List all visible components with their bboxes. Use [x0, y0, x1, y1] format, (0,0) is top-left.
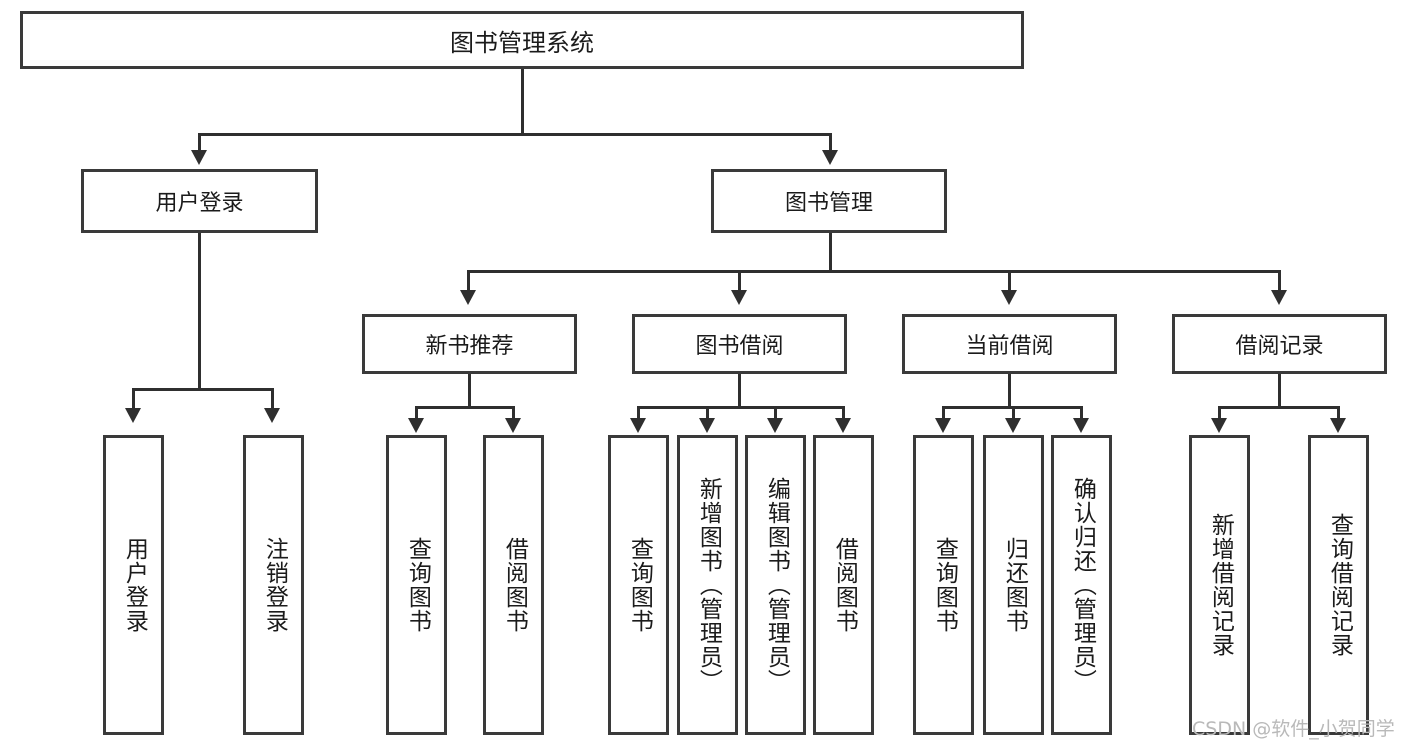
- connector-user-login-to-leaf1: [132, 388, 135, 410]
- leaf-add-book-admin-label: 新增图书（管理员）: [695, 477, 722, 693]
- node-user-login-label: 用户登录: [155, 191, 244, 216]
- arrow-book-mgmt-to-current: [1001, 290, 1017, 305]
- leaf-edit-book-admin-label: 编辑图书（管理员）: [763, 477, 790, 693]
- leaf-query-borrow-record[interactable]: 查询借阅记录: [1308, 435, 1369, 735]
- connector-root-to-book-mgmt: [829, 133, 832, 153]
- connector-book-mgmt-to-borrow: [738, 270, 741, 292]
- connector-borrow-to-leaf1: [637, 406, 640, 420]
- leaf-borrow-book-recommend[interactable]: 借阅图书: [483, 435, 544, 735]
- connector-borrow-to-leaf4: [842, 406, 845, 420]
- arrow-current-to-leaf2: [1005, 418, 1021, 433]
- csdn-watermark: CSDN @软件_小贺同学: [1192, 718, 1395, 740]
- arrow-borrow-to-leaf1: [630, 418, 646, 433]
- arrow-newbook-to-leaf1: [408, 418, 424, 433]
- arrow-records-to-leaf1: [1211, 418, 1227, 433]
- leaf-add-borrow-record[interactable]: 新增借阅记录: [1189, 435, 1250, 735]
- leaf-edit-book-admin[interactable]: 编辑图书（管理员）: [745, 435, 806, 735]
- connector-user-login-down: [198, 233, 201, 391]
- connector-newbook-to-leaf1: [415, 406, 418, 420]
- arrow-borrow-to-leaf3: [767, 418, 783, 433]
- node-new-book-recommend[interactable]: 新书推荐: [362, 314, 577, 374]
- connector-borrow-to-leaf3: [774, 406, 777, 420]
- leaf-logout-label: 注销登录: [261, 537, 288, 633]
- node-root-label: 图书管理系统: [450, 28, 594, 57]
- arrow-newbook-to-leaf2: [505, 418, 521, 433]
- arrow-borrow-to-leaf2: [699, 418, 715, 433]
- arrow-book-mgmt-to-borrow: [731, 290, 747, 305]
- connector-borrow-down: [738, 374, 741, 409]
- node-borrow-records[interactable]: 借阅记录: [1172, 314, 1387, 374]
- connector-records-to-leaf1: [1218, 406, 1221, 420]
- connector-newbook-bus: [415, 406, 514, 409]
- connector-records-to-leaf2: [1337, 406, 1340, 420]
- leaf-borrow-book[interactable]: 借阅图书: [813, 435, 874, 735]
- leaf-query-book-current-label: 查询图书: [931, 537, 958, 633]
- leaf-user-login-label: 用户登录: [121, 537, 148, 633]
- arrow-root-to-book-mgmt: [822, 150, 838, 165]
- connector-newbook-to-leaf2: [512, 406, 515, 420]
- node-new-book-recommend-label: 新书推荐: [425, 334, 514, 359]
- node-book-management[interactable]: 图书管理: [711, 169, 947, 233]
- leaf-query-book-recommend[interactable]: 查询图书: [386, 435, 447, 735]
- connector-book-mgmt-to-records: [1278, 270, 1281, 292]
- connector-book-mgmt-down: [829, 233, 832, 273]
- arrow-user-login-to-leaf1: [125, 408, 141, 423]
- node-user-login[interactable]: 用户登录: [81, 169, 318, 233]
- connector-current-to-leaf3: [1080, 406, 1083, 420]
- arrow-records-to-leaf2: [1330, 418, 1346, 433]
- arrow-current-to-leaf3: [1073, 418, 1089, 433]
- node-borrow-records-label: 借阅记录: [1235, 334, 1324, 359]
- connector-root-bus: [198, 133, 832, 136]
- connector-user-login-to-leaf2: [271, 388, 274, 410]
- node-current-borrow-label: 当前借阅: [965, 334, 1054, 359]
- leaf-return-book[interactable]: 归还图书: [983, 435, 1044, 735]
- leaf-query-book-current[interactable]: 查询图书: [913, 435, 974, 735]
- arrow-book-mgmt-to-newbook: [460, 290, 476, 305]
- connector-current-to-leaf1: [942, 406, 945, 420]
- arrow-borrow-to-leaf4: [835, 418, 851, 433]
- leaf-query-book-borrow-label: 查询图书: [626, 537, 653, 633]
- connector-records-down: [1278, 374, 1281, 409]
- connector-book-mgmt-bus: [467, 270, 1281, 273]
- leaf-query-borrow-record-label: 查询借阅记录: [1326, 513, 1353, 657]
- connector-records-bus: [1218, 406, 1339, 409]
- node-current-borrow[interactable]: 当前借阅: [902, 314, 1117, 374]
- leaf-return-book-label: 归还图书: [1001, 537, 1028, 633]
- node-book-management-label: 图书管理: [784, 191, 873, 216]
- leaf-query-book-borrow[interactable]: 查询图书: [608, 435, 669, 735]
- node-root[interactable]: 图书管理系统: [20, 11, 1024, 69]
- connector-newbook-down: [468, 374, 471, 409]
- connector-root-down: [521, 69, 524, 135]
- leaf-add-book-admin[interactable]: 新增图书（管理员）: [677, 435, 738, 735]
- leaf-add-borrow-record-label: 新增借阅记录: [1207, 513, 1234, 657]
- connector-user-login-bus: [132, 388, 271, 391]
- arrow-current-to-leaf1: [935, 418, 951, 433]
- node-book-borrow-label: 图书借阅: [695, 334, 784, 359]
- connector-book-mgmt-to-current: [1008, 270, 1011, 292]
- connector-current-down: [1008, 374, 1011, 409]
- arrow-book-mgmt-to-records: [1271, 290, 1287, 305]
- leaf-confirm-return-admin-label: 确认归还（管理员）: [1069, 477, 1096, 693]
- connector-borrow-bus: [637, 406, 844, 409]
- leaf-user-login[interactable]: 用户登录: [103, 435, 164, 735]
- connector-book-mgmt-to-newbook: [467, 270, 470, 292]
- leaf-query-book-recommend-label: 查询图书: [404, 537, 431, 633]
- arrow-user-login-to-leaf2: [264, 408, 280, 423]
- connector-root-to-user-login: [198, 133, 201, 153]
- leaf-borrow-book-recommend-label: 借阅图书: [501, 537, 528, 633]
- connector-current-to-leaf2: [1012, 406, 1015, 420]
- arrow-root-to-user-login: [191, 150, 207, 165]
- node-book-borrow[interactable]: 图书借阅: [632, 314, 847, 374]
- leaf-logout[interactable]: 注销登录: [243, 435, 304, 735]
- leaf-confirm-return-admin[interactable]: 确认归还（管理员）: [1051, 435, 1112, 735]
- leaf-borrow-book-label: 借阅图书: [831, 537, 858, 633]
- connector-borrow-to-leaf2: [706, 406, 709, 420]
